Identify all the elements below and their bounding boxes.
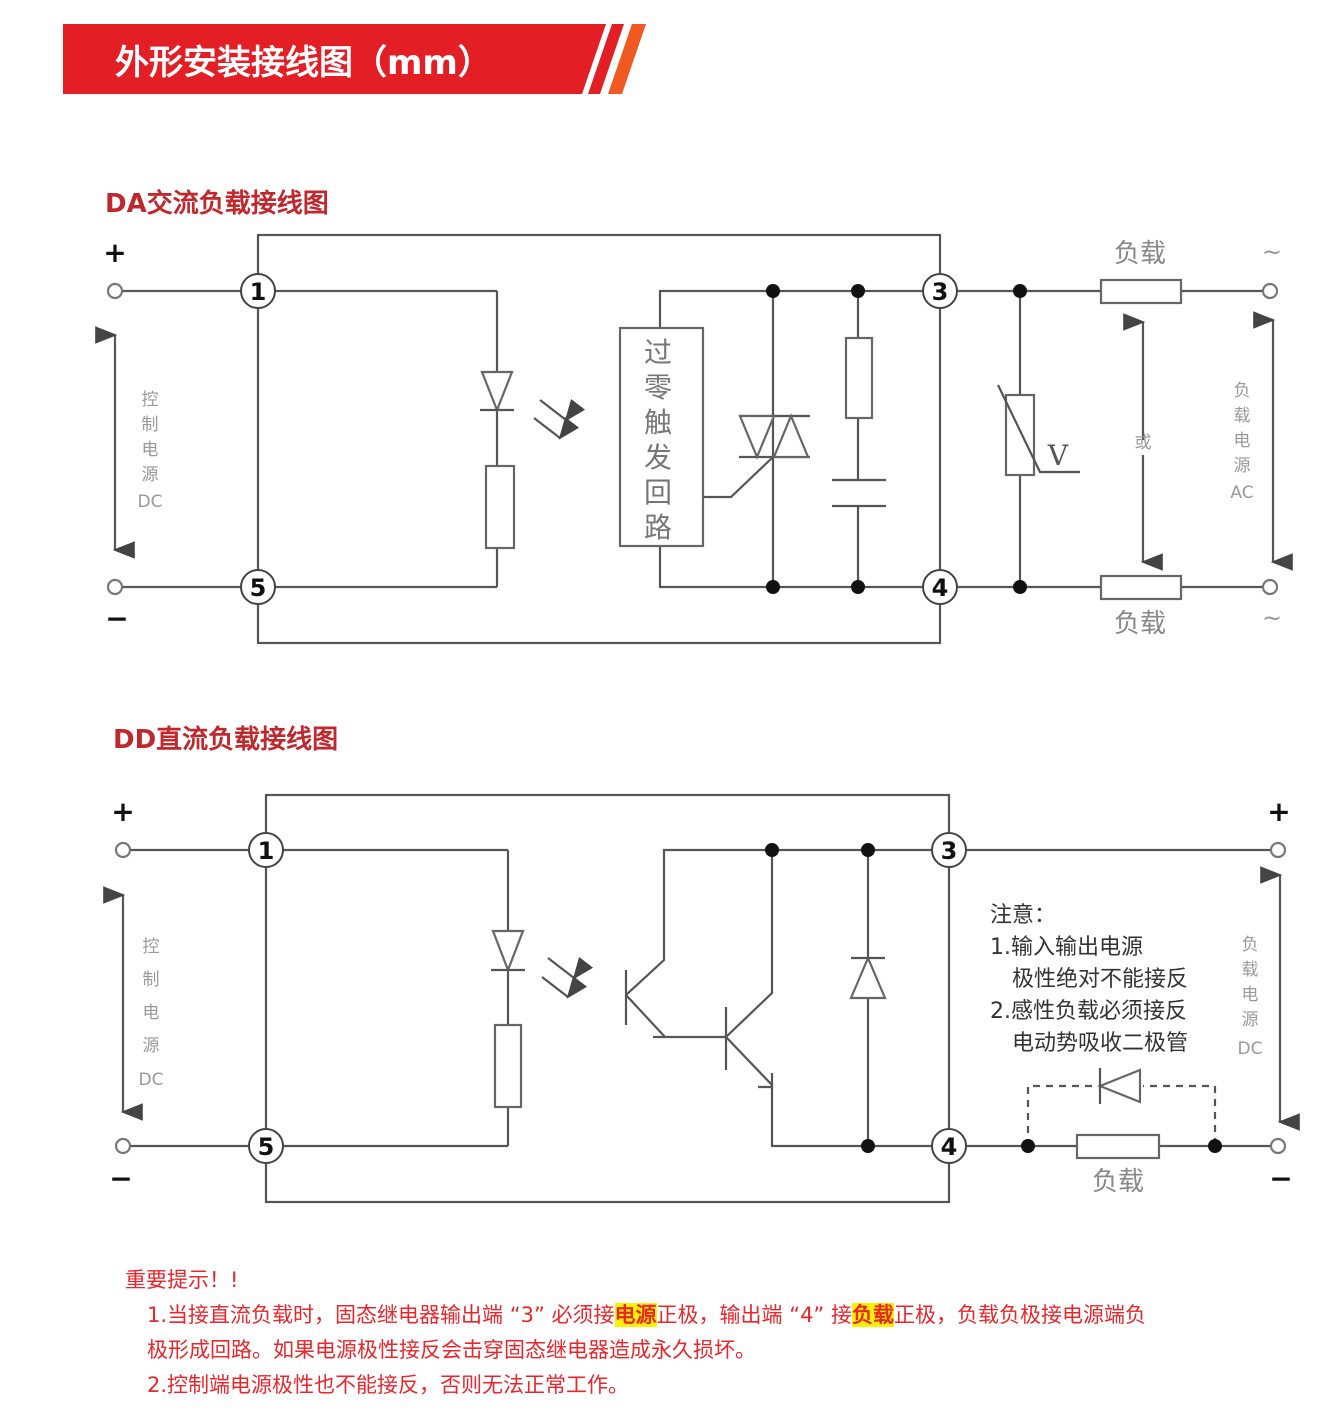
snubber-resistor-icon xyxy=(844,336,874,420)
tips-heading: 重要提示！! xyxy=(125,1268,239,1292)
dd-circuit: 注意： 1.输入输出电源 极性绝对不能接反 2.感性负载必须接反 电动势吸收二极… xyxy=(103,793,1300,1204)
svg-text:−: − xyxy=(105,602,128,635)
svg-text:注意：: 注意： xyxy=(990,903,1056,928)
svg-text:电动势吸收二极管: 电动势吸收二极管 xyxy=(1012,1031,1188,1056)
dd-terminal-4: 4 xyxy=(931,1128,967,1164)
da-load-power-label: 负 载 电 源 AC xyxy=(1230,381,1253,503)
da-relay-outline xyxy=(256,233,942,645)
dd-terminal-1: 1 xyxy=(248,832,284,868)
svg-text:发: 发 xyxy=(644,441,672,474)
da-load-top-icon xyxy=(1099,278,1183,305)
svg-text:+: + xyxy=(111,795,134,828)
dd-load-label: 负载 xyxy=(1092,1167,1144,1197)
dd-title: DD直流负载接线图 xyxy=(113,725,338,755)
darlington-transistor-icon xyxy=(624,848,949,1148)
svg-text:电: 电 xyxy=(1234,431,1251,451)
svg-text:5: 5 xyxy=(250,574,267,602)
svg-text:电: 电 xyxy=(142,440,159,460)
svg-text:电: 电 xyxy=(143,1003,160,1023)
svg-text:~: ~ xyxy=(1262,604,1282,632)
svg-text:2.感性负载必须接反: 2.感性负载必须接反 xyxy=(990,999,1187,1024)
svg-text:3: 3 xyxy=(932,278,949,306)
svg-text:5: 5 xyxy=(258,1133,275,1161)
dd-led-icon xyxy=(491,929,594,999)
da-terminal-1: 1 xyxy=(240,273,276,309)
triac-icon xyxy=(703,291,810,587)
dd-load-power-label: 负 载 电 源 DC xyxy=(1238,935,1263,1059)
svg-text:1.输入输出电源: 1.输入输出电源 xyxy=(990,935,1143,960)
da-circuit: 过 零 触 发 回 路 xyxy=(95,233,1293,645)
da-led-icon xyxy=(480,370,586,440)
svg-text:DC: DC xyxy=(139,1070,164,1090)
svg-text:4: 4 xyxy=(941,1133,958,1161)
da-title: DA交流负载接线图 xyxy=(105,188,329,219)
svg-text:载: 载 xyxy=(1242,960,1259,980)
da-terminal-3: 3 xyxy=(922,273,958,309)
svg-text:~: ~ xyxy=(1262,238,1282,266)
varistor-icon: V xyxy=(997,291,1080,587)
svg-text:制: 制 xyxy=(143,970,160,990)
important-tips: 重要提示！! 1.当接直流负载时，固态继电器输出端 “3” 必须接电源正极，输出… xyxy=(125,1263,1146,1403)
svg-text:负: 负 xyxy=(1234,381,1251,401)
freewheel-diode-icon xyxy=(849,850,887,1146)
highlight-load: 负载 xyxy=(852,1303,894,1327)
tip-1-cont: 极形成回路。如果电源极性接反会击穿固态继电器造成永久损坏。 xyxy=(147,1338,756,1362)
da-load-top-label: 负载 xyxy=(1114,239,1166,269)
highlight-power: 电源 xyxy=(614,1303,657,1327)
zero-cross-circuit-box: 过 零 触 发 回 路 xyxy=(618,326,705,548)
svg-text:控: 控 xyxy=(142,390,159,410)
rc-snubber xyxy=(832,291,886,587)
dd-resistor-icon xyxy=(493,1023,523,1109)
dd-terminal-3: 3 xyxy=(931,832,967,868)
svg-text:DC: DC xyxy=(1238,1039,1263,1059)
svg-text:极性绝对不能接反: 极性绝对不能接反 xyxy=(1012,967,1188,992)
svg-text:源: 源 xyxy=(1242,1010,1259,1030)
svg-text:制: 制 xyxy=(142,415,159,435)
tip-1: 1.当接直流负载时，固态继电器输出端 “3” 必须接电源正极，输出端 “4” 接… xyxy=(147,1303,1146,1327)
svg-text:电: 电 xyxy=(1242,985,1259,1005)
svg-text:源: 源 xyxy=(1234,456,1251,476)
da-load-bottom-label: 负载 xyxy=(1114,609,1166,639)
svg-text:V: V xyxy=(1047,439,1069,472)
svg-text:触: 触 xyxy=(644,406,672,439)
da-control-power-label: 控 制 电 源 DC xyxy=(138,390,163,512)
svg-text:1: 1 xyxy=(250,278,267,306)
dd-control-power-label: 控 制 电 源 DC xyxy=(139,937,164,1090)
svg-text:DC: DC xyxy=(138,492,163,512)
svg-text:+: + xyxy=(1267,795,1290,828)
svg-text:回: 回 xyxy=(644,476,672,509)
dd-relay-outline xyxy=(264,793,951,1204)
da-or-label: 或 xyxy=(1135,433,1152,453)
svg-text:零: 零 xyxy=(644,371,672,404)
svg-text:AC: AC xyxy=(1230,483,1253,503)
svg-text:3: 3 xyxy=(941,837,958,865)
svg-text:载: 载 xyxy=(1234,406,1251,426)
svg-text:1: 1 xyxy=(258,837,275,865)
svg-text:−: − xyxy=(1269,1162,1292,1195)
banner-title: 外形安装接线图（mm） xyxy=(115,43,492,83)
section-banner: 外形安装接线图（mm） xyxy=(63,24,646,94)
tip-2: 2.控制端电源极性也不能接反，否则无法正常工作。 xyxy=(147,1373,630,1397)
svg-text:源: 源 xyxy=(142,465,159,485)
dd-load-icon xyxy=(1075,1133,1161,1160)
svg-text:+: + xyxy=(103,236,126,269)
dd-terminal-5: 5 xyxy=(248,1128,284,1164)
svg-text:负: 负 xyxy=(1242,935,1259,955)
dd-notes: 注意： 1.输入输出电源 极性绝对不能接反 2.感性负载必须接反 电动势吸收二极… xyxy=(990,903,1188,1056)
suppression-diode-icon xyxy=(1026,1068,1217,1146)
da-load-bottom-icon xyxy=(1099,574,1183,601)
da-terminal-4: 4 xyxy=(922,569,958,605)
svg-text:控: 控 xyxy=(143,937,160,957)
da-terminal-5: 5 xyxy=(240,569,276,605)
svg-text:−: − xyxy=(109,1162,132,1195)
svg-text:4: 4 xyxy=(932,574,949,602)
svg-text:过: 过 xyxy=(644,336,672,369)
svg-text:源: 源 xyxy=(143,1036,160,1056)
da-resistor-icon xyxy=(484,464,516,550)
svg-text:路: 路 xyxy=(644,511,672,544)
